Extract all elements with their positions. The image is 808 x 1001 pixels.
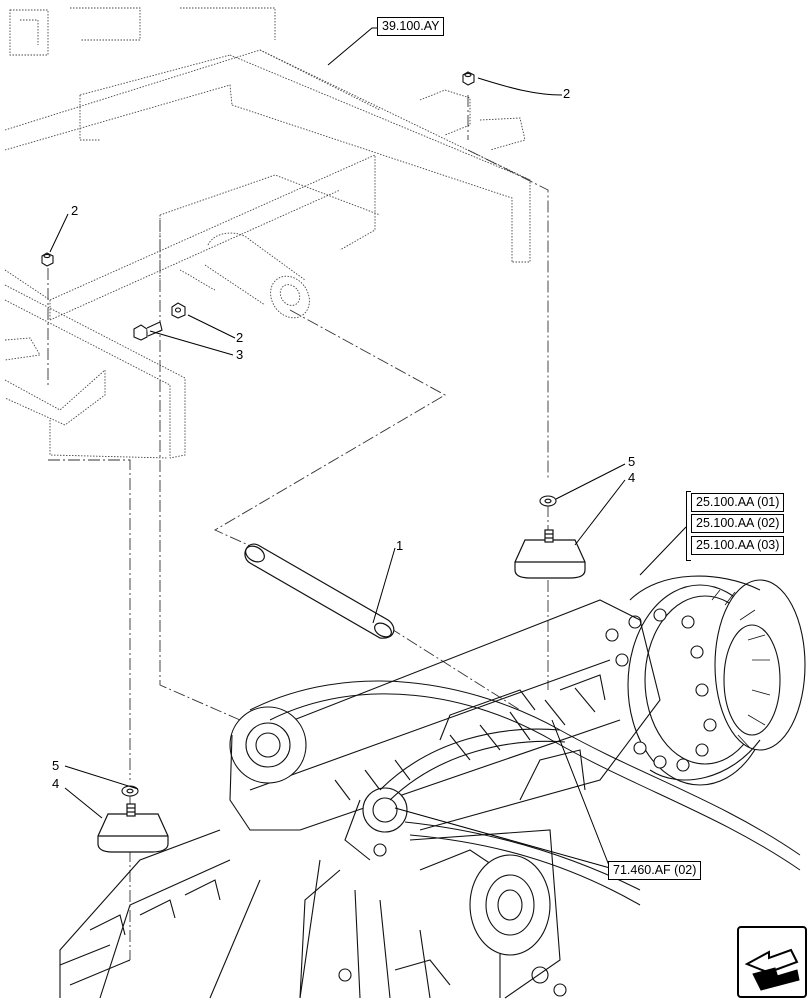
reference-hoses[interactable]: 71.460.AF (02) <box>608 861 702 880</box>
bolt-pivot <box>133 321 163 341</box>
rubber-pad-left <box>97 803 169 853</box>
reference-axle-2[interactable]: 25.100.AA (02) <box>691 514 785 533</box>
arrow-icon-graphic <box>744 948 800 991</box>
callout-bolt-pivot: 3 <box>236 347 244 362</box>
assembly-lines <box>47 95 549 960</box>
callout-nut-pivot: 2 <box>236 330 244 345</box>
washer-left <box>121 785 139 797</box>
nut-pivot <box>171 302 186 319</box>
nut-top-right <box>462 71 475 86</box>
washer-right <box>539 495 557 507</box>
leader-lines <box>49 27 687 869</box>
callout-washer-right: 5 <box>628 454 636 469</box>
tractor-frame <box>4 7 531 459</box>
callout-nut-top-right: 2 <box>563 86 571 101</box>
front-axle-assembly <box>59 575 806 999</box>
callout-nut-top-left: 2 <box>71 203 79 218</box>
reference-axle-1[interactable]: 25.100.AA (01) <box>691 493 785 512</box>
nut-top-left <box>41 252 54 267</box>
callout-washer-left: 5 <box>52 758 60 773</box>
pivot-pin <box>244 543 395 639</box>
next-page-arrow-icon[interactable] <box>737 926 807 998</box>
reference-frame[interactable]: 39.100.AY <box>377 17 445 36</box>
callout-pad-right: 4 <box>628 470 636 485</box>
reference-group-bracket <box>686 491 691 561</box>
rubber-pad-right <box>514 529 586 579</box>
reference-axle-3[interactable]: 25.100.AA (03) <box>691 536 785 555</box>
callout-pin: 1 <box>396 538 404 553</box>
callout-pad-left: 4 <box>52 776 60 791</box>
